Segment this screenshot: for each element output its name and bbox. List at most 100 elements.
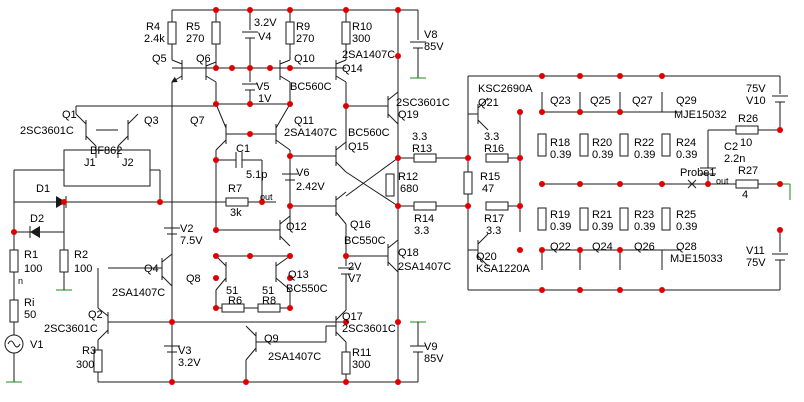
label-d2: D2 (30, 213, 44, 225)
component-labels: R4 2.4k R5 270 3.2V V4 R9 270 R10 300 V8… (18, 17, 766, 371)
label-q9: Q9 (264, 333, 279, 345)
label-ri: Ri (24, 297, 34, 309)
label-r13-value: 3.3 (412, 131, 427, 143)
label-r25: R25 (676, 209, 696, 221)
label-r27: R27 (738, 165, 758, 177)
label-q10-type: BC560C (290, 81, 332, 93)
label-q29: Q29 (676, 95, 697, 107)
label-r1-value: 100 (24, 263, 42, 275)
label-q28-type: MJE15033 (670, 253, 723, 265)
label-r19-value: 0.39 (550, 221, 571, 233)
label-r12-value: 680 (400, 183, 418, 195)
r7-resistor (225, 197, 249, 207)
label-q1: Q1 (62, 109, 77, 121)
q10-transistor (279, 59, 291, 104)
label-q1-type: 2SC3601C (20, 125, 74, 137)
label-r15-value: 47 (482, 183, 494, 195)
label-v10: V10 (746, 95, 766, 107)
r26-resistor (735, 125, 759, 135)
label-r4-value: 2.4k (144, 33, 165, 45)
label-r2: R2 (74, 249, 88, 261)
output-npn-devices (541, 92, 663, 112)
label-v1: V1 (30, 339, 43, 351)
label-v7-value: 2V (348, 261, 362, 273)
label-v7: V7 (348, 273, 361, 285)
r12-resistor (385, 173, 395, 197)
label-q16: Q16 (350, 219, 371, 231)
label-q3: Q3 (144, 115, 159, 127)
label-v11-value: 75V (746, 257, 766, 269)
label-r26: R26 (738, 113, 758, 125)
d2-diode (14, 202, 65, 250)
v10-source (772, 76, 788, 130)
label-v8-value: 85V (424, 41, 444, 53)
r27-resistor (735, 179, 759, 189)
label-q14-type: 2SA1407C (342, 49, 395, 61)
label-q19-type: 2SC3601C (396, 97, 450, 109)
label-r7-value: 3k (230, 207, 242, 219)
v2-source (164, 227, 180, 235)
label-r16-value: 3.3 (484, 131, 499, 143)
r14-resistor (413, 201, 437, 211)
label-r10: R10 (352, 21, 372, 33)
label-q16-type: BC550C (344, 235, 386, 247)
label-r26-value: 10 (740, 137, 752, 149)
label-q26: Q26 (634, 241, 655, 253)
label-r24-value: 0.39 (676, 149, 697, 161)
label-r22-value: 0.39 (634, 149, 655, 161)
label-c1-value: 5.1p (246, 169, 267, 181)
label-r6: R6 (228, 295, 242, 307)
label-r17: R17 (484, 213, 504, 225)
label-j1: J1 (84, 157, 96, 169)
label-q11: Q11 (294, 115, 314, 127)
r17-resistor (485, 201, 509, 211)
label-node-n: n (18, 276, 23, 286)
q20-transistor (468, 233, 489, 267)
label-r23: R23 (634, 209, 654, 221)
label-r20: R20 (592, 137, 612, 149)
v6-source (282, 160, 298, 192)
d1-diode (14, 196, 160, 208)
label-r21: R21 (592, 209, 612, 221)
label-r25-value: 0.39 (676, 221, 697, 233)
label-r14-value: 3.3 (414, 225, 429, 237)
r4-resistor (167, 21, 177, 45)
label-v9: V9 (424, 341, 437, 353)
label-q21-type: KSC2690A (478, 83, 533, 95)
r15-resistor (463, 171, 473, 195)
r23-resistor (619, 207, 629, 231)
label-out-output: out (716, 176, 729, 186)
label-v11: V11 (746, 245, 765, 257)
label-q4: Q4 (144, 263, 159, 275)
junctions (11, 7, 783, 385)
r2-resistor (59, 249, 69, 273)
label-q24: Q24 (592, 241, 613, 253)
label-v5-value: 1V (258, 93, 272, 105)
label-r21-value: 0.39 (592, 221, 613, 233)
label-r22: R22 (634, 137, 654, 149)
label-v6-value: 2.42V (296, 181, 325, 193)
r24-resistor (661, 133, 671, 157)
label-j2: J2 (122, 157, 134, 169)
q12-transistor (216, 215, 291, 247)
label-ri-value: 50 (24, 309, 36, 321)
label-v9-value: 85V (424, 353, 444, 365)
label-q19: Q19 (398, 109, 419, 121)
label-q21: Q21 (478, 97, 499, 109)
q11-transistor (275, 103, 291, 230)
label-r15: R15 (480, 171, 500, 183)
label-r5-value: 270 (186, 33, 204, 45)
label-r9-value: 270 (296, 33, 314, 45)
r19-resistor (537, 207, 547, 231)
label-r5: R5 (186, 21, 200, 33)
r21-resistor (579, 207, 589, 231)
label-v4-value: 3.2V (254, 17, 277, 29)
label-c2-value: 2.2n (724, 153, 745, 165)
r1-resistor (9, 249, 19, 273)
label-q20: Q20 (476, 251, 497, 263)
r13-resistor (413, 153, 437, 163)
label-q14: Q14 (342, 63, 363, 75)
label-r18-value: 0.39 (550, 149, 571, 161)
q6-transistor (205, 60, 217, 104)
label-q23: Q23 (550, 95, 571, 107)
